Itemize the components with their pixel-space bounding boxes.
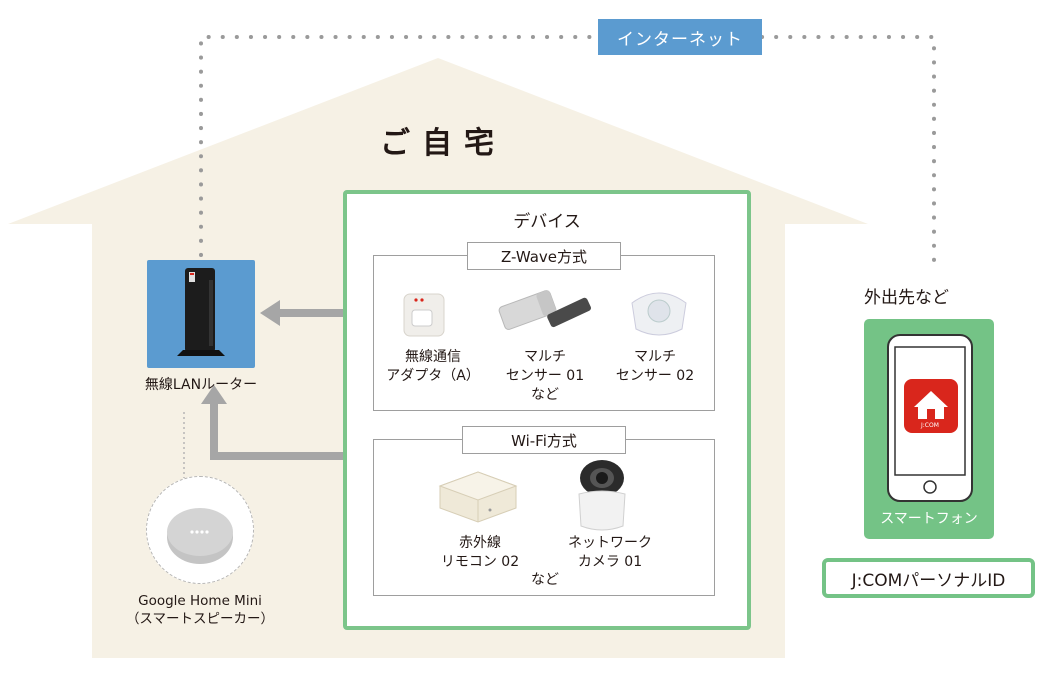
device-name-line2: アダプタ（A） xyxy=(386,368,480,384)
device-name-line2: センサー 02 xyxy=(615,368,695,384)
devices-title: デバイス xyxy=(513,212,581,232)
device-name-line1: 無線通信 xyxy=(405,349,461,365)
speaker-label: Google Home Mini （スマートスピーカー） xyxy=(110,592,290,628)
zwave-device-1-label: 無線通信 アダプタ（A） xyxy=(378,348,488,386)
internet-dotted-line-right xyxy=(760,35,936,268)
multi-sensor-01-icon xyxy=(498,290,592,330)
app-badge-text: J:COM xyxy=(921,422,939,429)
wifi-device-1-label: 赤外線 リモコン 02 xyxy=(425,534,535,572)
router-icon xyxy=(177,268,225,356)
multi-sensor-02-icon xyxy=(631,292,687,336)
device-name-line1: マルチ xyxy=(634,349,676,365)
device-name-line1: マルチ xyxy=(524,349,566,365)
wifi-etc-label: など xyxy=(531,572,559,588)
zwave-device-2-label: マルチ センサー 01 xyxy=(490,348,600,386)
zwave-device-3-label: マルチ センサー 02 xyxy=(600,348,710,386)
router-label: 無線LANルーター xyxy=(144,377,258,393)
wifi-box xyxy=(373,439,715,596)
home-title: ご自宅 xyxy=(380,126,506,161)
wifi-label: Wi-Fi方式 xyxy=(462,426,626,454)
speaker-name: Google Home Mini xyxy=(138,593,262,609)
network-camera-icon xyxy=(578,460,626,531)
wireless-adapter-icon xyxy=(403,293,445,337)
router-image xyxy=(147,260,255,368)
device-name-line2: カメラ 01 xyxy=(577,554,643,570)
smartphone-panel xyxy=(864,319,994,539)
wifi-device-2-label: ネットワーク カメラ 01 xyxy=(550,534,670,572)
device-name-line2: リモコン 02 xyxy=(440,554,520,570)
zwave-etc-label: など xyxy=(531,387,559,403)
speaker-type: （スマートスピーカー） xyxy=(125,611,275,627)
ir-remote-icon xyxy=(438,471,518,523)
smartphone-icon xyxy=(887,334,973,502)
smartphone-label: スマートフォン xyxy=(880,511,978,527)
device-name-line1: ネットワーク xyxy=(568,535,652,551)
personal-id-box: J:COMパーソナルID xyxy=(822,558,1035,598)
outside-label: 外出先など xyxy=(864,288,949,308)
google-home-mini-icon xyxy=(167,508,233,564)
internet-label: インターネット xyxy=(598,19,762,55)
device-name-line1: 赤外線 xyxy=(459,535,501,551)
zwave-label: Z-Wave方式 xyxy=(467,242,621,270)
device-name-line2: センサー 01 xyxy=(505,368,585,384)
speaker-circle xyxy=(146,476,254,584)
